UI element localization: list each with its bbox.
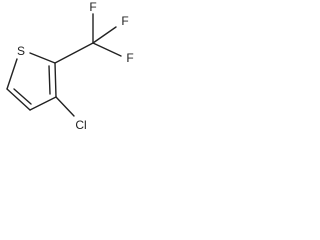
bond-s-c5 bbox=[6, 58, 18, 90]
bond-c4-c3 bbox=[29, 96, 57, 111]
atom-label-chlorine: Cl bbox=[75, 118, 86, 132]
atom-label-sulfur: S bbox=[17, 44, 25, 58]
atom-label-fluorine-top-left: F bbox=[89, 0, 96, 14]
molecule-structure: S Cl F F F bbox=[6, 0, 134, 132]
bond-c2-s bbox=[29, 52, 56, 64]
atom-label-fluorine-right: F bbox=[126, 51, 133, 65]
atom-label-fluorine-top-right: F bbox=[121, 14, 128, 28]
bond-cf3-f-top-right bbox=[92, 26, 117, 44]
bond-c5-c4-inner bbox=[13, 88, 32, 105]
bond-c3-cl bbox=[55, 96, 75, 117]
bond-c5-c4 bbox=[6, 88, 31, 111]
bond-cf3-f-right bbox=[92, 42, 122, 57]
bond-c3-c2 bbox=[54, 62, 57, 98]
bond-c3-c2-inner bbox=[48, 65, 51, 95]
bond-c2-cf3 bbox=[54, 42, 94, 64]
